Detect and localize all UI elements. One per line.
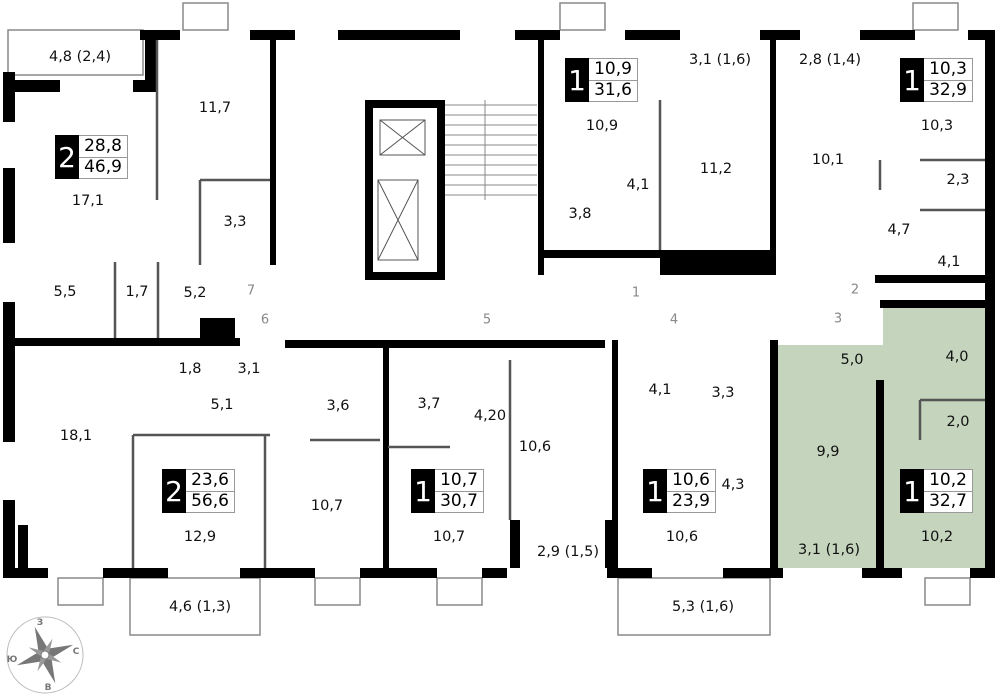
room-area: 3,7	[417, 396, 441, 412]
elevator-shafts	[377, 119, 426, 261]
room-area: 11,2	[699, 161, 733, 177]
room-count: 1	[900, 469, 924, 513]
room-area: 10,9	[585, 118, 619, 134]
total-area: 56,6	[191, 491, 229, 512]
room-area: 2,0	[946, 414, 970, 430]
room-area: 4,3	[721, 477, 745, 493]
door-number: 1	[631, 285, 641, 301]
room-area: 10,6	[518, 439, 552, 455]
room-area: 9,9	[816, 444, 840, 460]
door-number: 7	[246, 283, 256, 299]
walls	[3, 30, 995, 578]
room-area: 3,6	[326, 398, 350, 414]
living-area: 10,7	[435, 470, 483, 492]
room-area: 10,7	[432, 529, 466, 545]
room-area: 5,2	[183, 285, 207, 301]
compass-east: В	[44, 683, 52, 693]
room-area: 5,0	[840, 352, 864, 368]
compass-rose	[6, 616, 84, 694]
room-area: 5,3 (1,6)	[671, 599, 735, 615]
room-area: 4,1	[937, 254, 961, 270]
room-area: 3,1 (1,6)	[688, 52, 752, 68]
room-area: 3,1 (1,6)	[797, 542, 861, 558]
room-area: 4,1	[648, 382, 672, 398]
room-area: 2,9 (1,5)	[536, 544, 600, 560]
room-area: 12,9	[183, 529, 217, 545]
living-area: 28,8	[79, 136, 127, 158]
room-count: 2	[162, 469, 186, 513]
room-area: 3,3	[711, 385, 735, 401]
room-area: 10,6	[665, 529, 699, 545]
living-area: 23,6	[186, 470, 234, 492]
room-area: 4,20	[473, 408, 507, 424]
door-number: 2	[850, 282, 860, 298]
living-area: 10,2	[924, 470, 972, 492]
room-area: 5,5	[53, 284, 77, 300]
total-area: 30,7	[440, 491, 478, 512]
total-area: 31,6	[594, 80, 632, 101]
thin-partitions	[113, 40, 985, 568]
room-area: 4,1	[626, 177, 650, 193]
room-area: 1,8	[178, 361, 202, 377]
balconies	[7, 2, 971, 636]
room-area: 11,7	[198, 100, 232, 116]
living-area: 10,3	[924, 59, 972, 81]
room-area: 3,3	[223, 214, 247, 230]
room-area: 5,1	[210, 397, 234, 413]
room-area: 1,7	[125, 284, 149, 300]
room-area: 10,3	[920, 118, 954, 134]
room-area: 4,6 (1,3)	[168, 599, 232, 615]
room-area: 18,1	[59, 428, 93, 444]
compass-west: З	[36, 618, 44, 628]
room-area: 10,2	[920, 529, 954, 545]
living-area: 10,9	[589, 59, 637, 81]
total-area: 46,9	[84, 157, 122, 178]
room-area: 4,8 (2,4)	[48, 49, 112, 65]
room-area: 3,8	[568, 206, 592, 222]
room-count: 1	[565, 58, 589, 102]
door-number: 3	[833, 311, 843, 327]
room-area: 4,7	[887, 222, 911, 238]
room-area: 2,8 (1,4)	[798, 52, 862, 68]
living-area: 10,6	[667, 470, 715, 492]
room-area: 10,1	[811, 152, 845, 168]
door-number: 5	[482, 312, 492, 328]
total-area: 32,9	[929, 80, 967, 101]
room-count: 1	[411, 469, 435, 513]
door-number: 4	[669, 312, 679, 328]
room-count: 1	[643, 469, 667, 513]
total-area: 32,7	[929, 491, 967, 512]
compass-north: С	[72, 647, 80, 657]
total-area: 23,9	[672, 491, 710, 512]
room-count: 1	[900, 58, 924, 102]
room-count: 2	[55, 135, 79, 179]
room-area: 2,3	[946, 172, 970, 188]
room-area: 17,1	[71, 193, 105, 209]
compass-south: Ю	[6, 655, 18, 665]
room-area: 3,1	[237, 361, 261, 377]
room-area: 4,0	[945, 349, 969, 365]
door-number: 6	[260, 312, 270, 328]
room-area: 10,7	[310, 498, 344, 514]
staircase	[445, 100, 537, 200]
